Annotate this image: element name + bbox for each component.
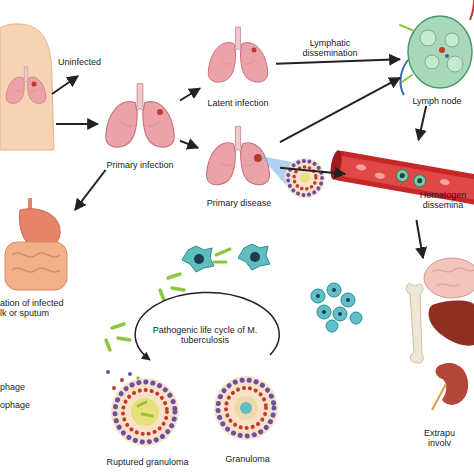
- legend-fragment: ophage: [0, 400, 40, 410]
- legend-fragment: phage: [0, 382, 40, 392]
- connector-arrow: [280, 78, 400, 142]
- connector-arrow: [180, 88, 200, 100]
- arrow: [56, 123, 98, 125]
- connector-arrow: [276, 59, 400, 63]
- connector-arrow: [180, 141, 198, 148]
- lung-stage: Primary disease: [198, 120, 280, 208]
- connector-arrow: [419, 106, 427, 140]
- lymph-node: [400, 0, 474, 95]
- lymph-node: Lymph node: [400, 10, 474, 106]
- arrow: [52, 76, 78, 94]
- node-label: Lymph node: [412, 96, 461, 106]
- outcome-label: Uninfected: [58, 57, 118, 67]
- node-label: Latent infection: [207, 98, 268, 108]
- digestive-tract: [5, 198, 67, 290]
- node-label: Hematogen dissemina: [412, 190, 474, 210]
- macrophage-cells: [182, 244, 362, 332]
- life-cycle: Pathogenic life cycle of M. tuberculosis: [130, 300, 280, 370]
- granuloma: Ruptured granuloma: [100, 375, 195, 467]
- lung-stage: Latent infection: [200, 22, 276, 108]
- lungs-illustration: [106, 27, 270, 185]
- bacilli: [106, 274, 184, 350]
- connector-arrow: [280, 168, 345, 174]
- connector-arrow: [416, 220, 423, 258]
- node-label: ation of infected lk or sputum: [0, 298, 72, 318]
- node-label: Ruptured granuloma: [106, 457, 188, 467]
- ruptured-granuloma: [106, 370, 179, 446]
- human-torso: [0, 24, 54, 150]
- cycle-arrow: [135, 292, 279, 360]
- granuloma-zoom: [260, 156, 325, 198]
- node-label: Primary infection: [106, 160, 173, 170]
- blood-vessel: Hematogen dissemina: [345, 140, 474, 220]
- edge-label: Lymphatic dissemination: [290, 38, 370, 58]
- digestive-tract: ation of infected lk or sputum: [0, 200, 75, 318]
- granuloma: Granuloma: [205, 372, 290, 464]
- node-label: Pathogenic life cycle of M. tuberculosis: [151, 325, 259, 345]
- organs: [406, 258, 474, 410]
- node-label: Granuloma: [225, 454, 270, 464]
- lung-stage: Primary infection: [100, 80, 180, 170]
- node-label: Extrapu involv: [420, 428, 460, 448]
- organ-group: Extrapu involv: [405, 258, 474, 448]
- connector-arrow: [75, 170, 106, 210]
- node-label: Primary disease: [207, 198, 272, 208]
- granuloma: [214, 376, 278, 440]
